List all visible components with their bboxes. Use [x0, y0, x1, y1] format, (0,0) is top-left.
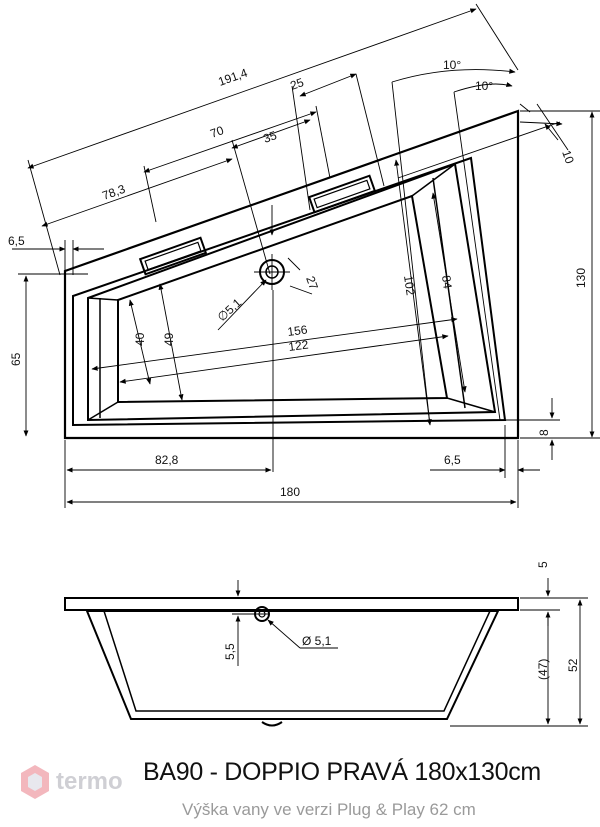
side-dim-5: 5 [536, 561, 550, 568]
dim-10-degree-outer: 10° [443, 58, 461, 72]
side-view: 5 5,5 Ø 5,1 (47) 52 [64, 561, 588, 727]
dim-78-3: 78,3 [100, 182, 127, 203]
drawing-title: BA90 - DOPPIO PRAVÁ 180x130cm [143, 758, 541, 786]
dim-40: 40 [133, 332, 147, 346]
dim-191-4: 191,4 [216, 65, 249, 88]
side-body [85, 610, 500, 720]
dim-49: 49 [162, 332, 176, 346]
dim-diameter-5-1: ∅5,1 [215, 295, 245, 324]
tub-outline [63, 109, 520, 440]
watermark: termo [20, 762, 123, 802]
side-dim-52: 52 [566, 658, 580, 672]
side-rim [64, 597, 519, 611]
overflow-hole [254, 254, 290, 290]
watermark-text: termo [56, 768, 123, 795]
dim-6-5-left: 6,5 [8, 234, 25, 248]
dim-10: 10 [559, 148, 577, 166]
side-dim-47: (47) [536, 659, 550, 680]
dim-65: 65 [9, 352, 23, 366]
side-dim-5-5: 5,5 [223, 643, 237, 660]
dim-6-5-right: 6,5 [444, 453, 461, 467]
side-dim-diameter-5-1: Ø 5,1 [302, 634, 332, 648]
dim-102: 102 [401, 274, 418, 296]
dim-122: 122 [288, 337, 310, 354]
handle-left [138, 236, 208, 276]
top-view: 191,4 25 10° 10° 70 35 78,3 10 6,5 27 13… [8, 3, 600, 508]
dim-25: 25 [288, 75, 306, 93]
dim-84: 84 [439, 274, 455, 289]
side-drain [261, 721, 283, 727]
dim-82-8: 82,8 [155, 453, 179, 467]
tub-rim [72, 156, 507, 427]
dim-180: 180 [280, 485, 300, 499]
handle-right [307, 174, 377, 214]
dim-130: 130 [574, 268, 588, 288]
dim-8: 8 [537, 429, 551, 436]
dim-35: 35 [261, 128, 279, 146]
dim-70: 70 [208, 123, 226, 141]
termo-logo-icon [21, 765, 49, 799]
drawing-subtitle: Výška vany ve verzi Plug & Play 62 cm [182, 800, 476, 819]
dim-10-degree-inner: 10° [475, 79, 493, 93]
dim-156: 156 [287, 322, 309, 339]
dim-27: 27 [303, 274, 321, 292]
